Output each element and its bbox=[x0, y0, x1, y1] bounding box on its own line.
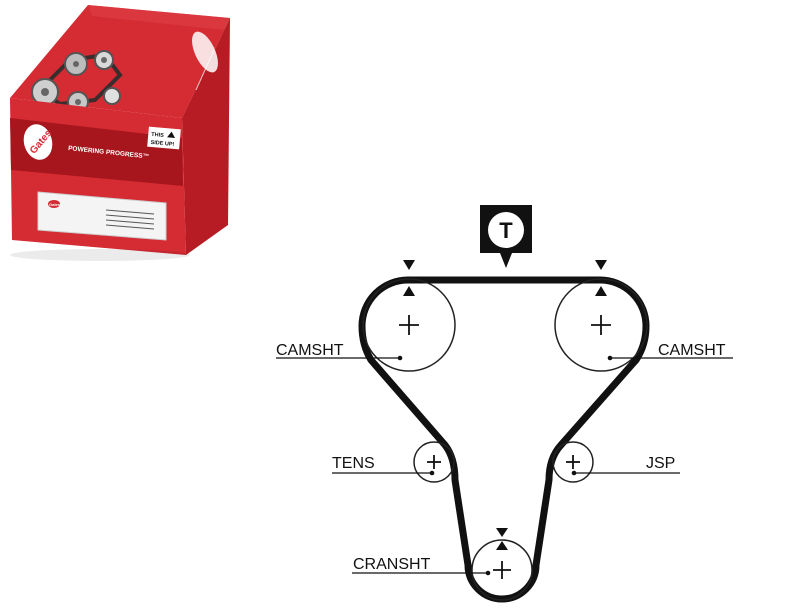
timing-belt-diagram: T bbox=[276, 205, 733, 603]
product-box-image: Gates POWERING PROGRESS™ THIS SIDE UP! G… bbox=[10, 5, 230, 261]
tensioner-pulley bbox=[413, 441, 455, 483]
timing-belt bbox=[358, 276, 650, 603]
timing-marker-text: T bbox=[499, 218, 513, 243]
crank-mark-up-icon bbox=[496, 541, 508, 550]
label-logo: Gates bbox=[48, 200, 61, 208]
box-top-face bbox=[10, 5, 230, 118]
this-side-up-sticker: THIS SIDE UP! bbox=[147, 126, 181, 150]
label-crankshaft: CRANSHT bbox=[353, 556, 431, 573]
box-top-shade bbox=[88, 5, 230, 30]
gates-logo: Gates bbox=[23, 124, 55, 160]
box-front-stripe bbox=[10, 118, 183, 186]
jsp-pulley bbox=[552, 441, 594, 483]
side-up-line1: THIS bbox=[151, 132, 164, 139]
leader-lines bbox=[276, 355, 733, 576]
belt-drive-illustration bbox=[31, 50, 123, 113]
side-up-line2: SIDE UP! bbox=[150, 140, 174, 148]
box-right-face bbox=[182, 18, 230, 255]
right-camshaft-pulley bbox=[554, 278, 648, 372]
label-tensioner: TENS bbox=[332, 455, 375, 472]
label-jsp: JSP bbox=[646, 455, 675, 472]
label-logo-text: Gates bbox=[49, 202, 61, 207]
product-label bbox=[37, 191, 167, 241]
crankshaft-pulley bbox=[471, 539, 533, 601]
box-right-face-logo bbox=[192, 31, 218, 91]
right-cam-mark-up-icon bbox=[595, 286, 607, 296]
left-cam-mark-down-icon bbox=[403, 260, 415, 270]
crank-mark-down-icon bbox=[496, 528, 508, 537]
timing-marker: T bbox=[480, 205, 532, 268]
label-right-camshaft: CAMSHT bbox=[658, 342, 726, 359]
timing-marker-circle bbox=[488, 212, 524, 248]
right-cam-mark-down-icon bbox=[595, 260, 607, 270]
label-left-camshaft: CAMSHT bbox=[276, 342, 344, 359]
left-cam-mark-up-icon bbox=[403, 286, 415, 296]
label-barcode-lines bbox=[105, 209, 155, 230]
left-camshaft-pulley bbox=[362, 278, 456, 372]
